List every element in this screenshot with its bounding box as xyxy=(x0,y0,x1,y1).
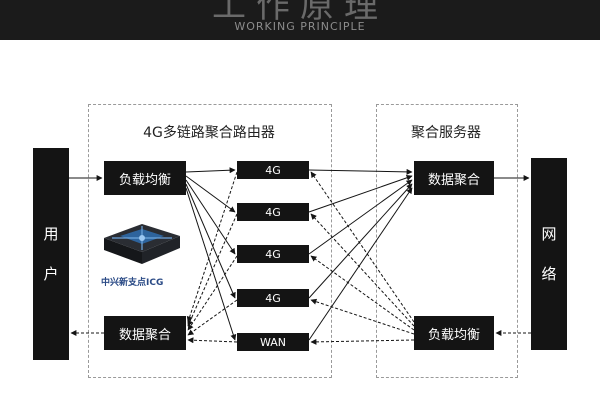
server-data-aggregation: 数据聚合 xyxy=(414,161,494,195)
arrow-lb-link1 xyxy=(185,167,236,174)
link-wan: WAN xyxy=(237,333,309,351)
device-caption: 中兴新支点ICG xyxy=(101,278,164,288)
arrow-lb-link4 xyxy=(185,183,236,299)
arrow-wan-rda xyxy=(187,337,238,344)
arrow-slb-link2 xyxy=(310,213,415,327)
link-4g-4: 4G xyxy=(237,289,309,307)
arrow-link1-sda xyxy=(308,168,413,175)
arrow-lb-link3 xyxy=(185,179,236,255)
banner-subtitle: WORKING PRINCIPLE xyxy=(234,20,366,33)
router-load-balance: 负载均衡 xyxy=(104,161,186,195)
user-char-2: 户 xyxy=(43,265,59,283)
user-char-1: 用 xyxy=(43,225,59,243)
network-block: 网 络 xyxy=(531,158,567,350)
router-device-icon xyxy=(104,224,180,264)
router-title: 4G多链路聚合路由器 xyxy=(143,125,275,141)
header-banner: 工作原理 WORKING PRINCIPLE xyxy=(0,0,600,40)
arrow-slb-link3 xyxy=(310,255,415,331)
link-4g-2: 4G xyxy=(237,203,309,221)
arrow-slb-link1 xyxy=(310,171,415,323)
arrow-link4-sda xyxy=(308,183,413,299)
server-load-balance: 负载均衡 xyxy=(414,316,494,350)
router-group xyxy=(88,104,332,378)
arrow-link4-rda xyxy=(187,299,238,336)
link-4g-3: 4G xyxy=(237,245,309,263)
router-data-aggregation: 数据聚合 xyxy=(104,316,186,350)
arrow-slb-wan xyxy=(310,338,415,345)
arrow-link2-sda xyxy=(308,174,413,213)
arrow-lb-link2 xyxy=(185,175,236,213)
arrow-slb-link4 xyxy=(310,298,415,335)
arrow-link3-sda xyxy=(308,179,413,255)
network-char-2: 络 xyxy=(541,265,557,283)
arrow-wan-sda xyxy=(308,187,413,341)
arrow-link2-rda xyxy=(187,213,238,327)
arrow-link1-rda xyxy=(186,171,238,323)
link-4g-1: 4G xyxy=(237,161,309,179)
network-char-1: 网 xyxy=(541,225,557,243)
banner-title: 工作原理 xyxy=(212,0,388,26)
arrow-lb-wan xyxy=(185,187,237,341)
arrow-link3-rda xyxy=(187,255,238,331)
user-block: 用 户 xyxy=(33,148,69,360)
server-title: 聚合服务器 xyxy=(411,125,481,141)
